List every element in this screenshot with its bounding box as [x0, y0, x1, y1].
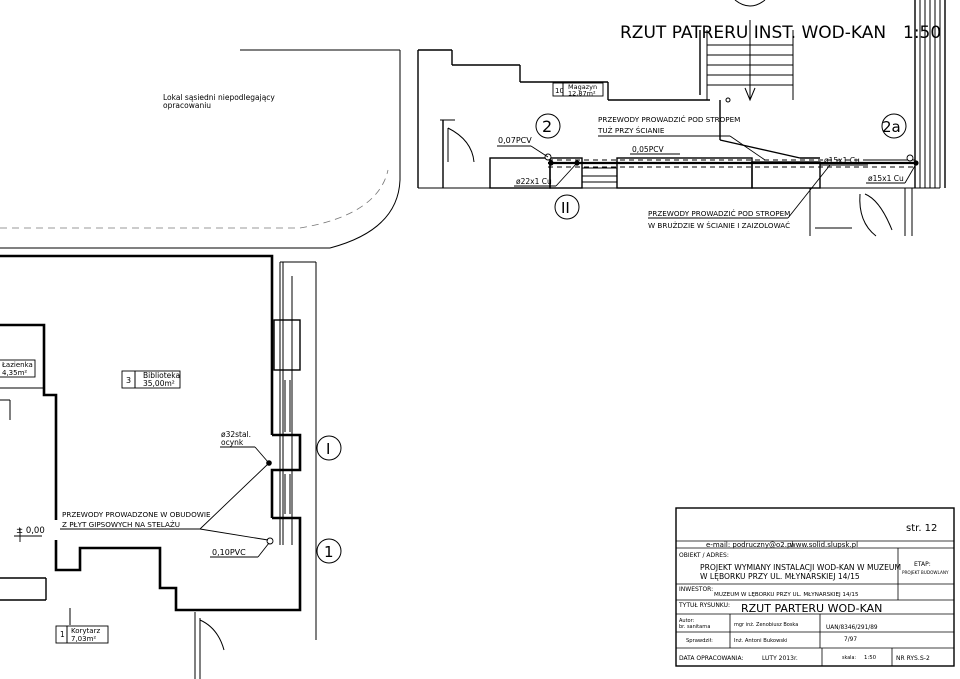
- top-note-2: TUŻ PRZY ŚCIANIE: [597, 126, 665, 135]
- library-number: 3: [126, 376, 131, 385]
- magazine-name: Magazyn: [568, 83, 597, 91]
- label-cu22: ø22x1 Cu: [516, 177, 552, 186]
- marker-2a-text: 2a: [882, 118, 901, 136]
- bathroom-area: 4,35m²: [2, 369, 27, 377]
- tb-author-lic: UAN/8346/291/89: [826, 625, 878, 631]
- corridor-number: 1: [60, 630, 65, 639]
- tb-scale-label: skala:: [842, 655, 856, 661]
- marker-2-text: 2: [542, 117, 552, 136]
- tb-author-label-1: Autor:: [679, 618, 695, 624]
- lower-left-walls: [0, 254, 317, 679]
- tb-drawing-label: TYTUŁ RYSUNKU:: [678, 602, 730, 609]
- library-area: 35,00m²: [143, 379, 175, 388]
- room-corridor: 1 Korytarz 7,03m²: [55, 625, 109, 644]
- tb-number-label: NR RYS.:: [896, 655, 922, 662]
- tb-number-value: S-2: [920, 655, 930, 662]
- marker-2: 2: [535, 113, 561, 139]
- drawing-title: RZUT PATRERU INST. WOD-KAN: [620, 23, 886, 43]
- label-cu15-a: ø15x1 Cu: [824, 156, 860, 165]
- tb-date-value: LUTY 2013r.: [762, 655, 798, 662]
- marker-2a: 2a: [881, 113, 907, 139]
- tb-object-label: OBIEKT / ADRES:: [679, 552, 729, 559]
- tb-checker-lic: 7/97: [844, 637, 857, 643]
- mid-note-1: PRZEWODY PROWADZIĆ POD STROPEM: [648, 209, 790, 218]
- tb-email: e-mail: podruczny@o2.pl: [706, 541, 793, 549]
- marker-1: 1: [316, 538, 342, 564]
- top-note-1: PRZEWODY PROWADZIĆ POD STROPEM: [598, 115, 740, 124]
- adjacent-label-1: Lokal sąsiedni niepodlegający: [163, 93, 275, 102]
- tb-page: str. 12: [906, 523, 937, 534]
- lower-annotations: ø32stal. ocynk PRZEWODY PROWADZONE W OBU…: [14, 430, 274, 558]
- label-pvc007: 0,07PCV: [498, 136, 532, 145]
- tb-object-1: PROJEKT WYMIANY INSTALACJI WOD-KAN W MUZ…: [700, 563, 901, 572]
- left-note-1: PRZEWODY PROWADZONE W OBUDOWIE: [62, 510, 211, 519]
- marker-roman-1: I: [316, 435, 342, 461]
- mid-note-2: W BRUŻDZIE W ŚCIANIE I ZAIZOLOWAĆ: [648, 221, 790, 230]
- top-annotations: 0,07PCV PRZEWODY PROWADZIĆ POD STROPEM T…: [497, 115, 917, 230]
- tb-checker-name: Inż. Antoni Bukowski: [734, 638, 788, 644]
- level-mark: ± 0,00: [16, 526, 45, 536]
- magazine-number: 10: [555, 87, 564, 95]
- label-pvc010: 0,10PVC: [212, 548, 246, 557]
- marker-roman-1-text: I: [326, 440, 330, 458]
- label-steel-2: ocynk: [221, 438, 244, 447]
- magazine-area: 12,87m²: [568, 90, 596, 98]
- top-walls: [417, 30, 940, 189]
- room-bathroom: Łazienka 4,35m²: [0, 359, 36, 378]
- tb-investor-value: MUZEUM W LĘBORKU PRZY UL. MŁYNARSKIEJ 14…: [714, 592, 859, 598]
- title-block: str. 12 e-mail: podruczny@o2.pl www.soli…: [675, 507, 955, 667]
- bathroom-name: Łazienka: [1, 361, 33, 369]
- label-pvc005: 0,05PCV: [632, 145, 664, 154]
- corridor-area: 7,03m²: [71, 635, 96, 643]
- tb-author-label-2: br. sanitarna: [679, 624, 710, 630]
- marker-roman-2-text: II: [561, 199, 570, 217]
- tb-drawing-value: RZUT PARTERU WOD-KAN: [741, 602, 882, 615]
- tb-web: www.solid.slupsk.pl: [790, 541, 858, 549]
- corridor-name: Korytarz: [71, 627, 100, 635]
- tb-scale-value: 1:50: [864, 655, 877, 661]
- adjacent-unit: Lokal sąsiedni niepodlegający opracowani…: [0, 49, 401, 249]
- marker-roman-2: II: [554, 194, 580, 220]
- tb-stage-label: ETAP:: [914, 561, 931, 568]
- room-magazine: 10 Magazyn 12,87m²: [552, 82, 604, 98]
- label-steel-1: ø32stal.: [221, 430, 251, 439]
- tb-object-2: W LĘBORKU PRZY UL. MŁYNARSKIEJ 14/15: [700, 572, 860, 581]
- marker-1-text: 1: [324, 543, 334, 561]
- library-name: Biblioteka: [143, 371, 180, 380]
- right-door: [809, 188, 913, 237]
- right-wall: [868, 0, 946, 188]
- top-piping: [544, 153, 919, 168]
- adjacent-label-2: opracowaniu: [163, 101, 211, 110]
- left-note-2: Z PŁYT GIPSOWYCH NA STELAŻU: [62, 520, 180, 529]
- drawing-scale: 1:50: [903, 23, 941, 43]
- label-cu15-b: ø15x1 Cu: [868, 174, 904, 183]
- tb-stage-value: PROJEKT BUDOWLANY: [902, 570, 949, 575]
- tb-author-name: mgr inż. Zenobiusz Boska: [734, 622, 798, 628]
- tb-checker-label: Sprawdził:: [686, 638, 713, 644]
- tb-date-label: DATA OPRACOWANIA:: [679, 655, 744, 662]
- tb-investor-label: INWESTOR:: [679, 586, 713, 593]
- room-library: 3 Biblioteka 35,00m²: [121, 370, 181, 389]
- staircase: [706, 0, 794, 103]
